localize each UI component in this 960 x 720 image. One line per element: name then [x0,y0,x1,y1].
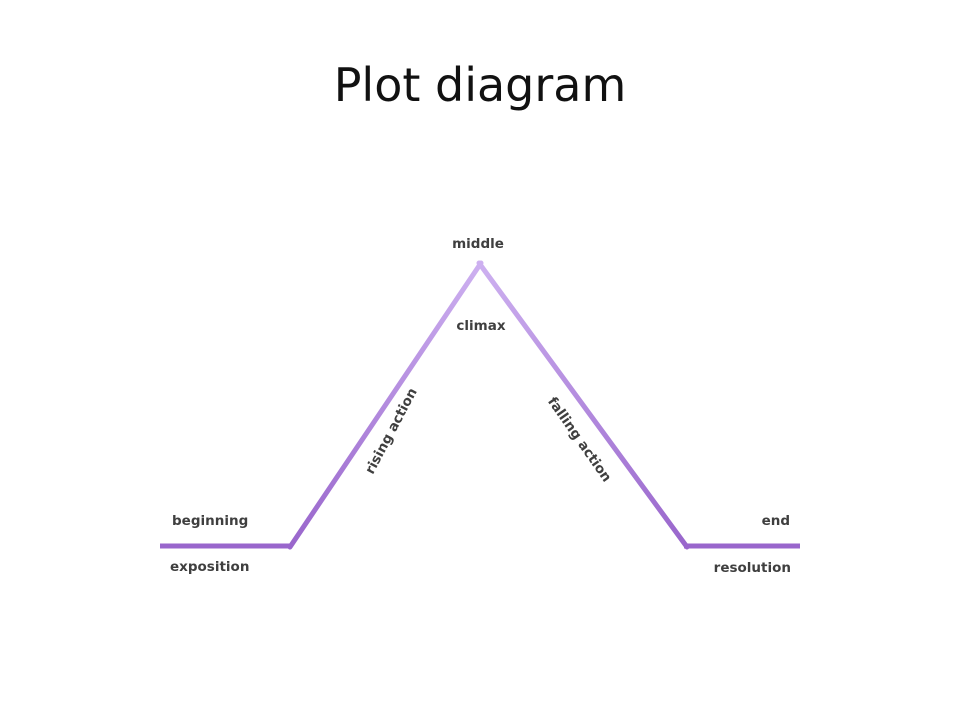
label-resolution: resolution [714,560,791,576]
label-climax: climax [456,318,505,334]
label-exposition: exposition [170,559,249,575]
label-end: end [762,513,790,529]
label-middle: middle [452,236,504,252]
falling-action-line [476,260,690,550]
rising-action-line [287,260,484,550]
label-beginning: beginning [172,513,248,529]
label-falling-action: falling action [544,394,614,485]
slide-title: Plot diagram [333,58,627,112]
